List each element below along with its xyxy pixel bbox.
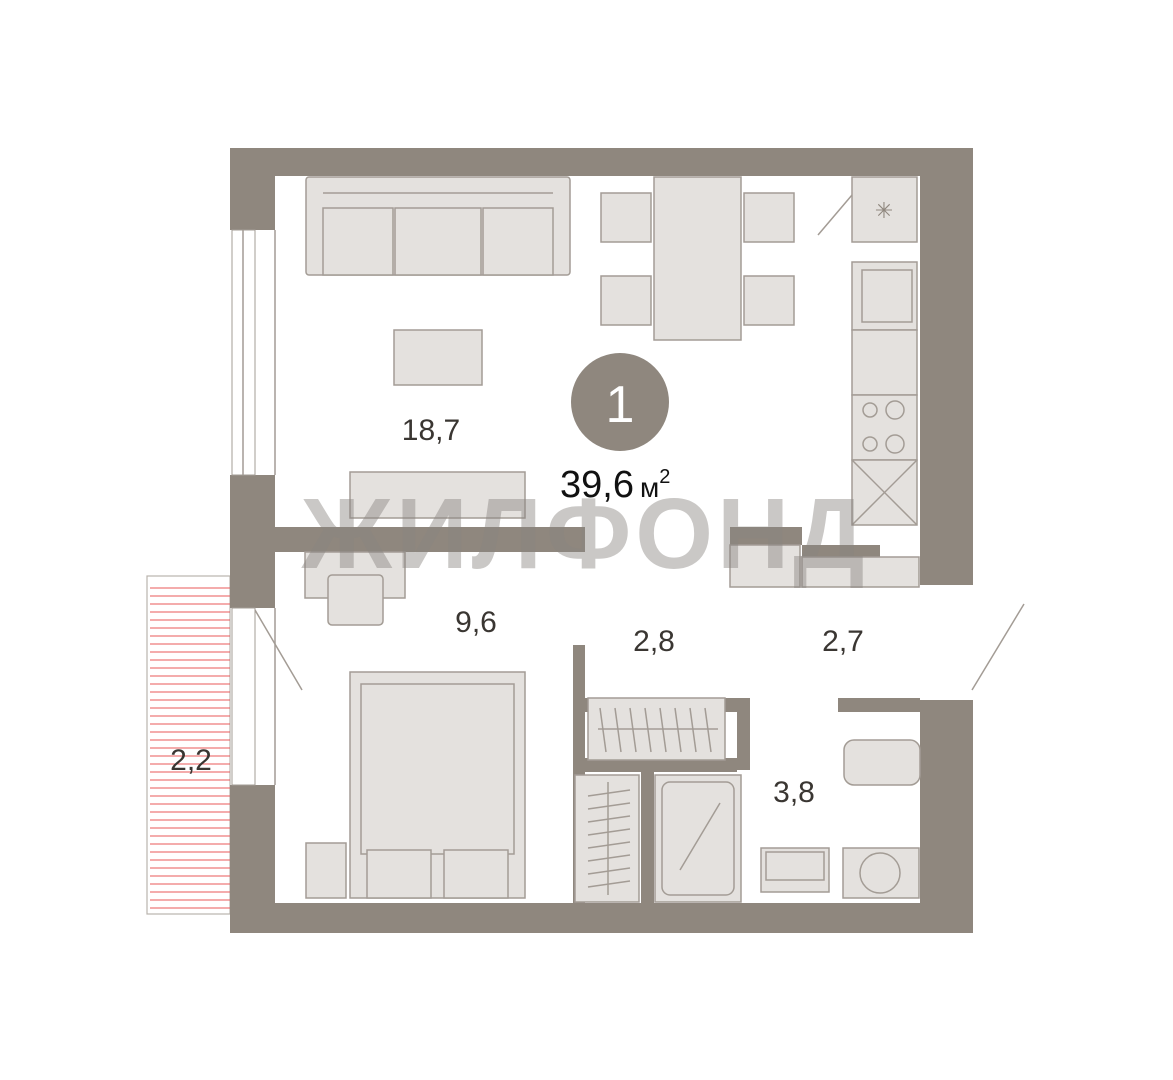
area-living: 18,7 — [402, 414, 460, 447]
apartment-badge — [571, 353, 669, 451]
washing-machine — [842, 847, 920, 899]
hanger — [587, 867, 631, 875]
sofa — [305, 176, 571, 276]
nightstand — [305, 842, 347, 899]
hanger — [614, 707, 622, 753]
window-bedroom — [231, 607, 303, 786]
hanger — [704, 707, 712, 753]
sink — [760, 847, 830, 893]
tv-unit — [349, 471, 526, 519]
wardrobe-rack-vertical — [574, 774, 640, 903]
desk — [304, 551, 406, 626]
hanger — [587, 789, 631, 797]
area-hallway: 2,7 — [822, 625, 864, 658]
hanger — [587, 880, 631, 888]
area-wardrobe: 2,8 — [633, 625, 675, 658]
area-bedroom: 9,6 — [455, 606, 497, 639]
wardrobe-rack-horizontal — [587, 697, 726, 761]
area-balcony: 2,2 — [170, 744, 212, 777]
window-living — [231, 229, 276, 476]
coffee-table — [393, 329, 483, 386]
hanger — [599, 707, 607, 753]
area-bathroom: 3,8 — [773, 776, 815, 809]
bed — [349, 671, 526, 899]
hanger — [587, 802, 631, 810]
shower — [654, 774, 742, 903]
hanger — [587, 841, 631, 849]
hanger — [689, 707, 697, 753]
hanger — [587, 828, 631, 836]
watermark: ЖИЛФОНД — [300, 478, 868, 590]
hanger — [587, 815, 631, 823]
hanger — [587, 854, 631, 862]
toilet — [843, 739, 921, 786]
hall-cabinets — [729, 544, 920, 588]
hanger — [629, 707, 637, 753]
svg-text:✳: ✳ — [875, 198, 893, 223]
hanger — [659, 707, 667, 753]
entrance-door[interactable] — [971, 603, 1025, 691]
kitchen-counter: ✳ — [851, 176, 918, 526]
hanger — [644, 707, 652, 753]
dining-set — [600, 176, 795, 341]
balcony — [146, 575, 231, 915]
apartment-number: 1 — [606, 376, 635, 434]
hanger — [674, 707, 682, 753]
